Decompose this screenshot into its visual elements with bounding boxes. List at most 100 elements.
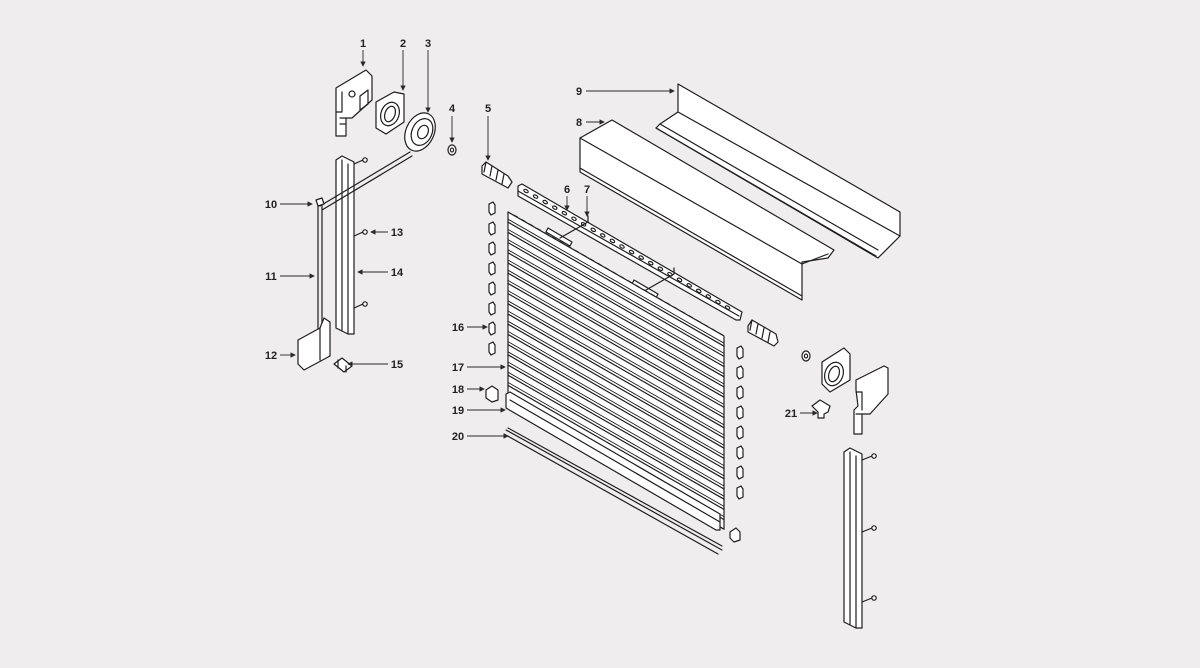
- slat-top-tooth: [604, 267, 610, 271]
- callout-5: 5: [485, 103, 491, 115]
- shaft-hole: [638, 255, 644, 260]
- slat-line: [507, 293, 725, 419]
- slat-end-locks-right: [736, 345, 744, 500]
- shaft-hole: [628, 249, 635, 255]
- slat-top-tooth: [673, 306, 678, 310]
- end-lock: [488, 321, 496, 336]
- end-lock: [488, 201, 496, 216]
- slat-top-tooth: [703, 323, 709, 327]
- shaft-hole: [686, 283, 692, 288]
- slat-top-tooth: [635, 284, 640, 288]
- shaft-hole: [696, 288, 702, 294]
- callout-2: 2: [400, 38, 406, 50]
- slat-end-locks-left: [488, 201, 496, 356]
- end-lock: [736, 425, 744, 440]
- slat-line: [507, 303, 725, 429]
- slat-line: [507, 262, 725, 388]
- slat-groove: [507, 341, 725, 466]
- slat-groove: [507, 229, 725, 354]
- callout-10: 10: [265, 199, 277, 211]
- rail-clip: [333, 357, 353, 373]
- shaft-hole: [648, 260, 654, 266]
- slat-groove: [507, 269, 725, 395]
- bottom-slat: [505, 391, 721, 531]
- right-end-bracket: [853, 365, 889, 435]
- shaft-hole: [715, 299, 721, 305]
- slat-top-tooth: [551, 236, 557, 240]
- slat-line: [507, 313, 725, 439]
- shaft-hole: [532, 194, 539, 199]
- slat-groove: [507, 331, 725, 456]
- slat-top-tooth: [536, 227, 542, 231]
- shaft-hole: [542, 199, 548, 205]
- strap-guide: [315, 151, 413, 335]
- slat-top-tooth: [627, 280, 633, 284]
- right-shaft-end-cap: [747, 319, 779, 347]
- slat-top-tooth: [513, 214, 519, 218]
- slat-top-tooth: [718, 332, 724, 336]
- left-end-bracket: [335, 69, 373, 137]
- slat-line: [507, 252, 725, 378]
- slat-top-tooth: [597, 262, 602, 266]
- slat-groove: [507, 310, 725, 436]
- shaft-end-cap: [481, 161, 513, 189]
- slat-top-tooth: [528, 223, 534, 227]
- shaft-hole: [724, 305, 731, 310]
- shaft-hole: [705, 294, 712, 299]
- callout-8: 8: [576, 117, 582, 129]
- callout-4: 4: [449, 103, 456, 115]
- slat-top-tooth: [612, 271, 618, 275]
- callout-17: 17: [452, 362, 464, 374]
- end-lock: [736, 405, 744, 420]
- slat-top-tooth: [559, 240, 564, 244]
- slat-groove: [507, 280, 725, 405]
- left-guide-rail: [335, 155, 368, 335]
- shaft-hole: [571, 216, 577, 222]
- callout-9: 9: [576, 86, 582, 98]
- slat-groove: [507, 320, 725, 446]
- shaft-hole: [609, 238, 616, 244]
- slat-top-tooth: [574, 249, 580, 253]
- slat-line: [507, 364, 725, 490]
- end-lock: [488, 261, 496, 276]
- slat-top-tooth: [680, 310, 686, 314]
- slat-line: [507, 323, 725, 449]
- callout-20: 20: [452, 431, 464, 443]
- hanger-straps: [545, 215, 675, 299]
- slat-top-tooth: [711, 328, 716, 332]
- slat-groove: [507, 351, 725, 477]
- end-lock: [736, 345, 744, 360]
- callout-11: 11: [265, 271, 277, 283]
- callout-15: 15: [391, 359, 403, 371]
- slat-line: [507, 384, 725, 510]
- callout-layer: 1 2 3 4 5 6 7 8 9 10 11 12 13 14 15 16 1: [265, 38, 818, 443]
- slat-top-tooth: [696, 319, 701, 323]
- end-lock: [736, 485, 744, 500]
- callout-18: 18: [452, 384, 464, 396]
- callout-12: 12: [265, 350, 277, 362]
- belt-winder: [297, 317, 331, 371]
- callout-21: 21: [785, 408, 797, 420]
- end-lock: [488, 281, 496, 296]
- slat-line: [507, 344, 725, 470]
- slat-top-tooth: [642, 288, 648, 292]
- callout-19: 19: [452, 405, 464, 417]
- slat-line: [507, 272, 725, 398]
- end-plug: [485, 385, 741, 543]
- slat-line: [507, 333, 725, 459]
- right-bearing-plate: [821, 347, 851, 393]
- slat-top-tooth: [521, 218, 526, 223]
- slat-line: [507, 282, 725, 408]
- slat-line: [507, 374, 725, 500]
- shaft-hole: [561, 210, 568, 216]
- callout-13: 13: [391, 227, 403, 239]
- box-top-cover: [655, 83, 901, 259]
- shaft-hole: [676, 277, 683, 283]
- callout-1: 1: [360, 38, 366, 50]
- slat-groove: [507, 239, 725, 364]
- slat-line: [507, 221, 725, 347]
- end-lock: [488, 221, 496, 236]
- roller-shaft: [517, 183, 743, 321]
- slat-top-tooth: [589, 258, 595, 262]
